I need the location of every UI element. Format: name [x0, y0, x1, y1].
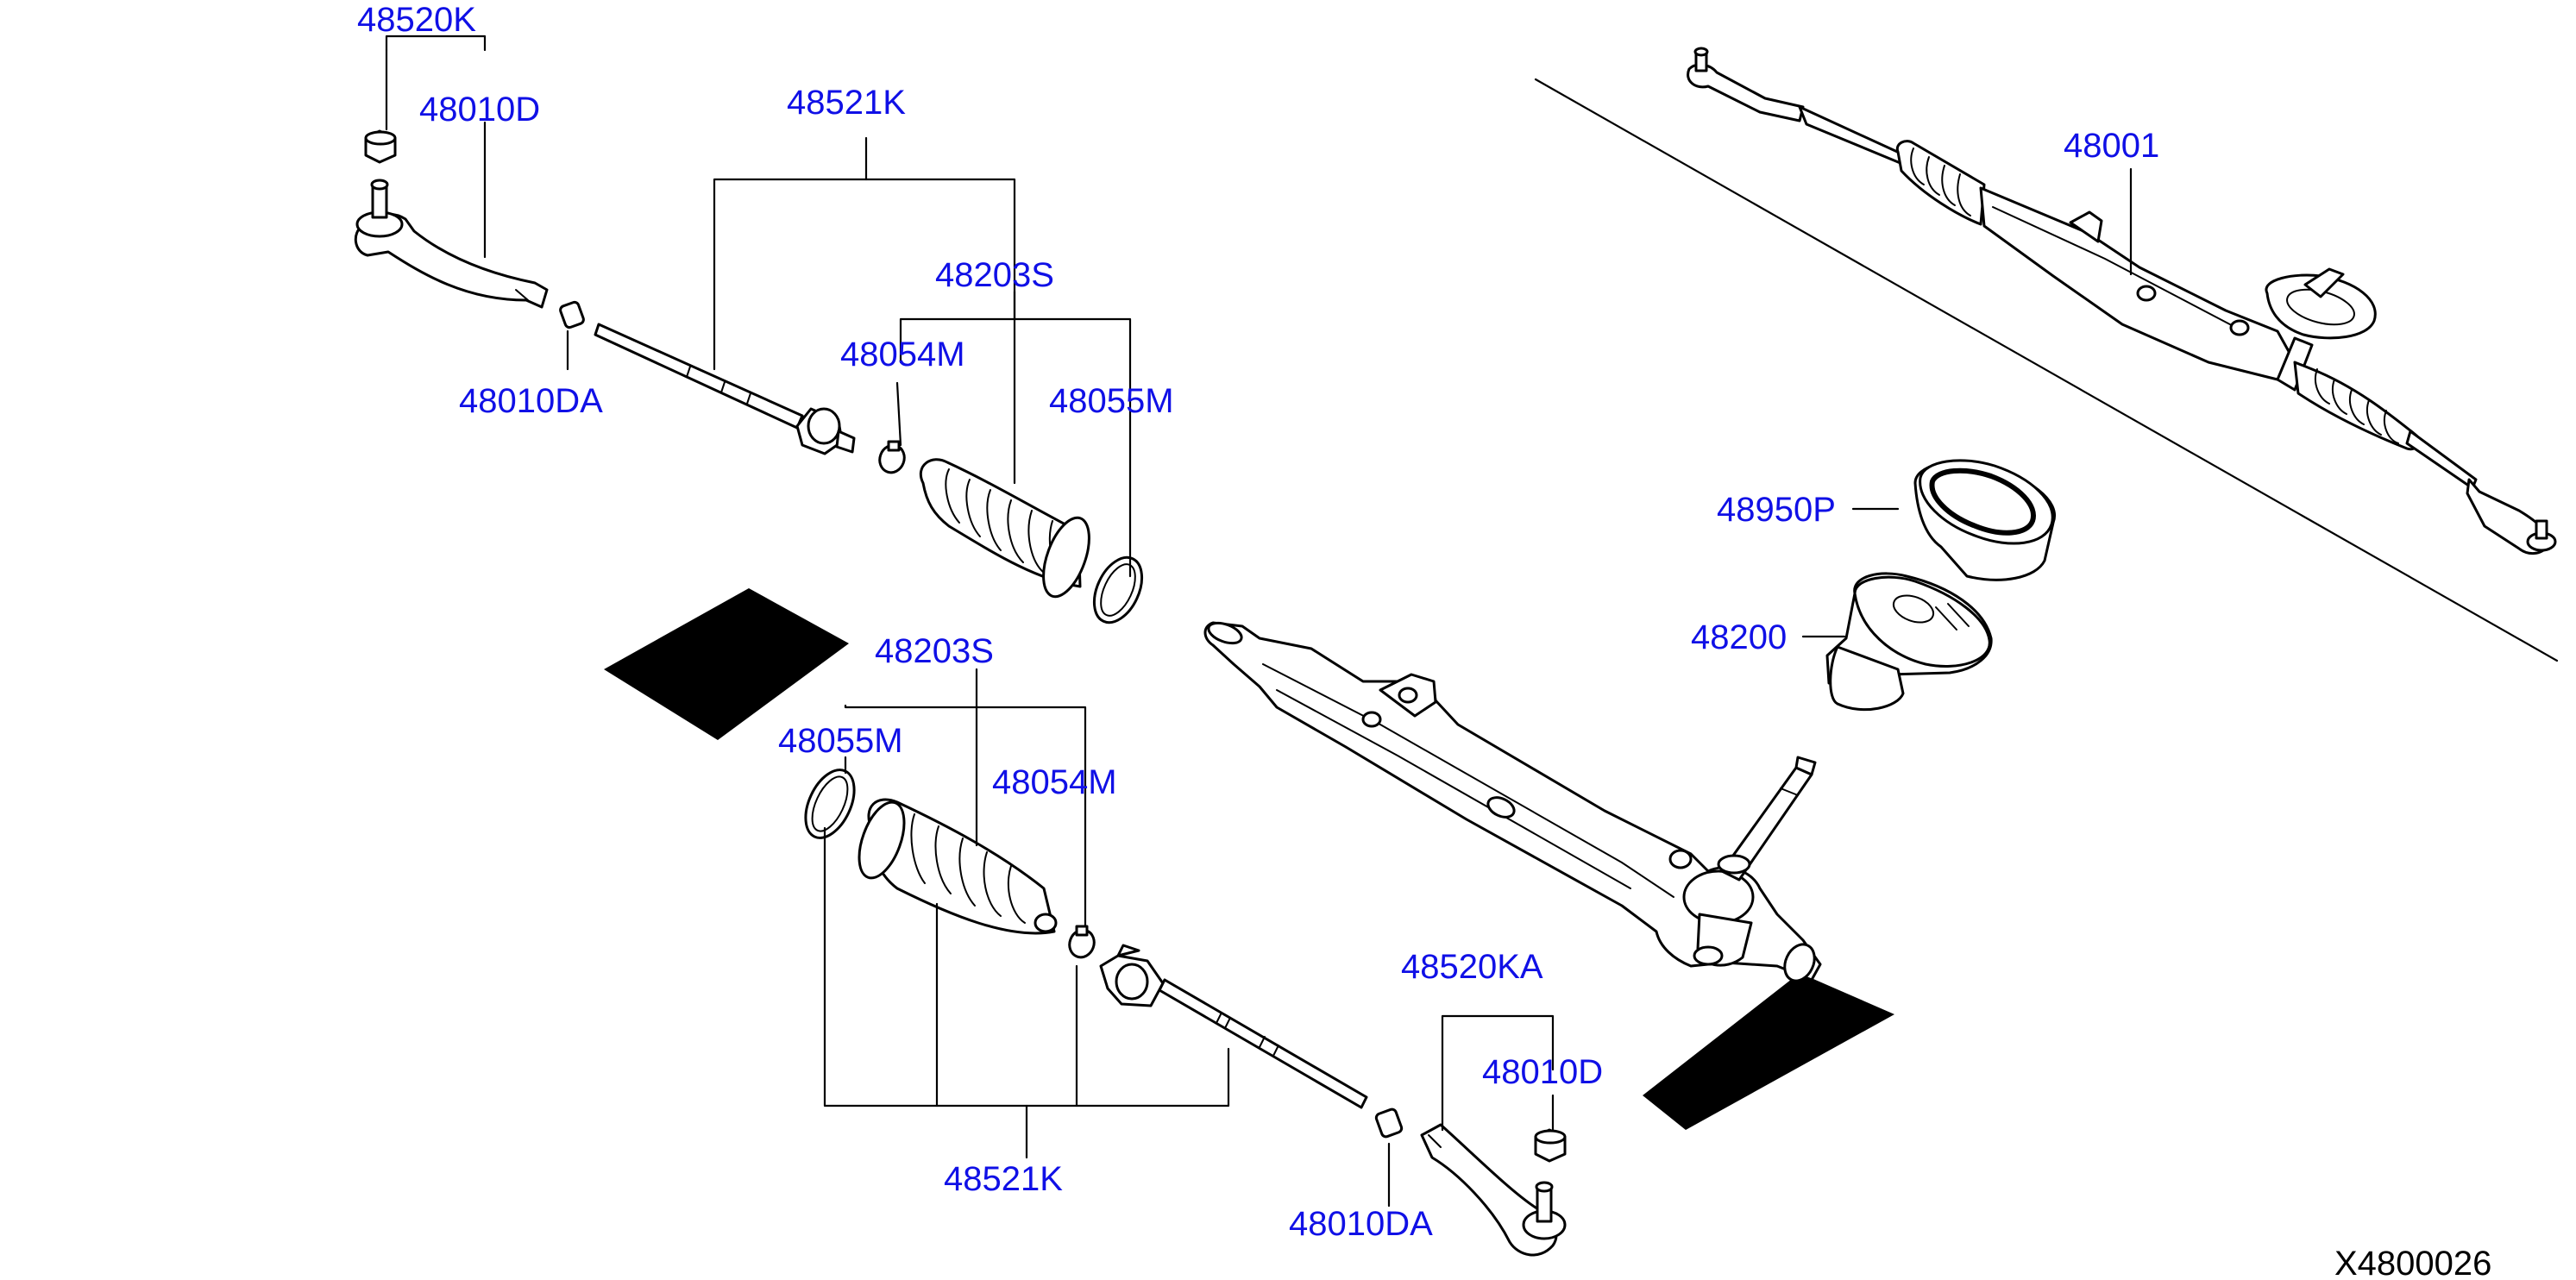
label-48200: 48200	[1691, 618, 1787, 656]
label-48055M-lower: 48055M	[778, 722, 903, 760]
inner-tie-rod-upper	[594, 323, 856, 455]
dust-cover-ring-48950P	[1851, 459, 2056, 581]
label-48055M-upper: 48055M	[1049, 382, 1174, 420]
spacer-48010DA-upper	[559, 300, 585, 329]
label-48520KA: 48520KA	[1401, 948, 1543, 986]
label-48010D-upper: 48010D	[419, 91, 540, 129]
clamp-48055M-lower	[804, 769, 856, 839]
nut-lower	[1534, 1128, 1567, 1163]
clamp-48055M-upper	[1092, 555, 1144, 624]
cover-48200	[1801, 572, 1993, 712]
boot-upper	[919, 458, 1090, 599]
label-48010D-lower: 48010D	[1482, 1053, 1603, 1091]
inner-tie-rod-lower	[1099, 944, 1368, 1109]
black-wedge-left	[604, 588, 849, 740]
tie-rod-end-upper	[354, 179, 549, 309]
label-48950P: 48950P	[1717, 491, 1836, 529]
diagram-reference-code: X4800026	[2334, 1245, 2491, 1280]
label-48010DA-lower: 48010DA	[1289, 1205, 1433, 1243]
black-wedge-right	[1643, 973, 1894, 1130]
clamp-48054M-lower	[1068, 925, 1096, 959]
label-48001: 48001	[2064, 127, 2159, 165]
leaders-lower	[823, 668, 1555, 1208]
spacer-48010DA-lower	[1374, 1107, 1404, 1139]
boot-lower	[858, 798, 1058, 935]
label-48203S-upper: 48203S	[935, 256, 1054, 294]
steering-gear-assembly-48001	[1534, 47, 2559, 662]
leaders-upper-left	[385, 35, 1132, 578]
label-48054M-upper: 48054M	[840, 336, 965, 373]
nut-upper	[364, 129, 397, 164]
label-48010DA-upper: 48010DA	[459, 382, 603, 420]
label-48203S-lower: 48203S	[875, 632, 994, 670]
tie-rod-end-lower	[1420, 1123, 1567, 1257]
steering-rack-main	[1203, 621, 1822, 982]
label-48521K-upper: 48521K	[787, 84, 906, 122]
clamp-48054M-upper	[878, 440, 906, 474]
label-48054M-lower: 48054M	[992, 763, 1117, 801]
label-48520K: 48520K	[357, 1, 476, 39]
label-48521K-lower: 48521K	[944, 1160, 1063, 1198]
